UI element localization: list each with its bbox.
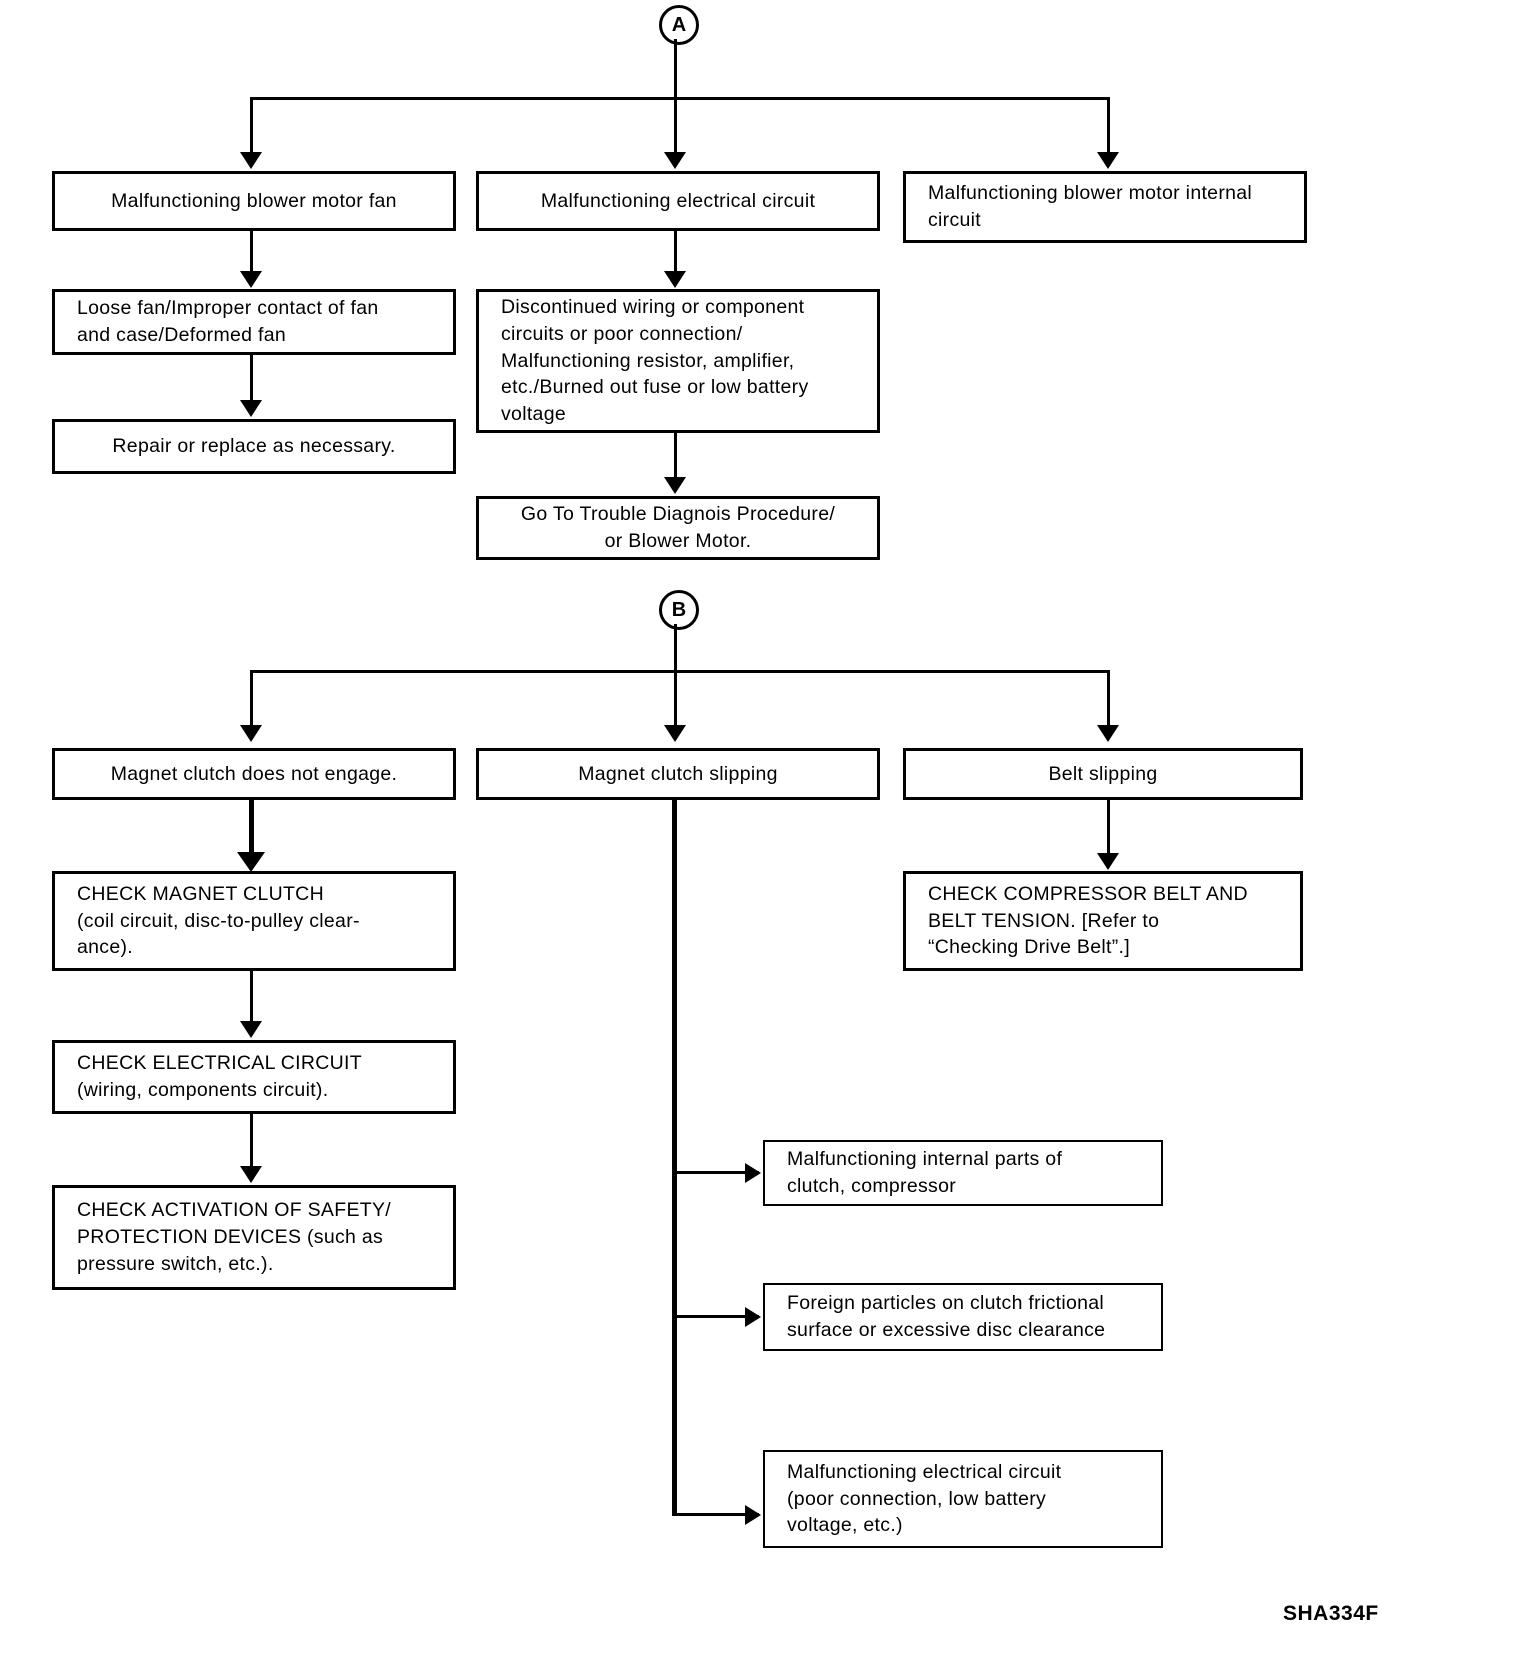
box-belt-slipping: Belt slipping (903, 748, 1303, 800)
section-a-bus-mid-drop (674, 97, 677, 155)
section-b-bus (250, 670, 1110, 673)
section-a-bus-right-drop (1107, 97, 1110, 155)
section-b-arrow-left (240, 725, 262, 742)
box-label: Discontinued wiring or component circuit… (501, 295, 809, 426)
b3-link-1 (1107, 800, 1110, 858)
section-b-bus-mid-drop (674, 670, 677, 728)
section-a-arrow-mid (664, 152, 686, 169)
section-a-arrow-right (1097, 152, 1119, 169)
b1-arrow-3 (240, 1166, 262, 1183)
box-label: Malfunctioning electrical circuit (poor … (787, 1460, 1062, 1537)
b2-spine (672, 800, 677, 1516)
box-label: CHECK ACTIVATION OF SAFETY/ PROTECTION D… (77, 1199, 391, 1275)
b2-arrow-3 (745, 1505, 761, 1525)
section-a-bus (250, 97, 1110, 100)
box-label: Magnet clutch slipping (578, 762, 778, 785)
section-b-arrow-right (1097, 725, 1119, 742)
a1-arrow-2 (240, 400, 262, 417)
box-malfunctioning-blower-motor-fan: Malfunctioning blower motor fan (52, 171, 456, 231)
box-malfunctioning-electrical-circuit: Malfunctioning electrical circuit (476, 171, 880, 231)
box-check-magnet-clutch: CHECK MAGNET CLUTCH (coil circuit, disc-… (52, 871, 456, 971)
section-b-bus-right-drop (1107, 670, 1110, 728)
box-label: Foreign particles on clutch frictional s… (787, 1292, 1106, 1341)
a1-arrow-1 (240, 271, 262, 288)
box-label: CHECK ELECTRICAL CIRCUIT (wiring, compon… (77, 1052, 362, 1101)
box-label: Malfunctioning internal parts of clutch,… (787, 1148, 1063, 1197)
b2-branch-2 (672, 1315, 759, 1318)
box-magnet-clutch-slipping: Magnet clutch slipping (476, 748, 880, 800)
a2-arrow-2 (664, 477, 686, 494)
a2-arrow-1 (664, 271, 686, 288)
tag-a-stem (674, 39, 677, 99)
section-b-arrow-mid (664, 725, 686, 742)
a2-link-1 (674, 231, 677, 276)
box-label: Loose fan/Improper contact of fan and ca… (77, 297, 379, 346)
box-malfunctioning-internal-parts: Malfunctioning internal parts of clutch,… (763, 1140, 1163, 1206)
connector-tag-b: B (659, 590, 699, 630)
box-label: Repair or replace as necessary. (112, 435, 396, 458)
section-b-bus-left-drop (250, 670, 253, 728)
box-label: CHECK COMPRESSOR BELT AND BELT TENSION. … (928, 882, 1248, 959)
box-label: CHECK MAGNET CLUTCH (coil circuit, disc-… (77, 882, 360, 959)
tag-b-stem (674, 624, 677, 672)
b1-link-3 (250, 1114, 253, 1171)
box-malfunctioning-electrical-circuit-lower: Malfunctioning electrical circuit (poor … (763, 1450, 1163, 1548)
box-foreign-particles: Foreign particles on clutch frictional s… (763, 1283, 1163, 1351)
b1-arrow-1 (237, 852, 265, 872)
box-label: Go To Trouble Diagnois Procedure/ or Blo… (520, 503, 836, 552)
section-a-bus-left-drop (250, 97, 253, 155)
box-label: Malfunctioning electrical circuit (540, 189, 816, 212)
box-label: Malfunctioning blower motor fan (111, 189, 397, 212)
b2-arrow-1 (745, 1163, 761, 1183)
b3-arrow-1 (1097, 853, 1119, 870)
box-discontinued-wiring: Discontinued wiring or component circuit… (476, 289, 880, 433)
b1-link-1 (249, 800, 254, 858)
box-repair-or-replace: Repair or replace as necessary. (52, 419, 456, 474)
a1-link-1 (250, 231, 253, 276)
box-label: Belt slipping (1048, 762, 1158, 785)
a2-link-2 (674, 433, 677, 483)
figure-id-label: SHA334F (1283, 1602, 1379, 1625)
box-check-compressor-belt: CHECK COMPRESSOR BELT AND BELT TENSION. … (903, 871, 1303, 971)
box-check-activation-of-safety: CHECK ACTIVATION OF SAFETY/ PROTECTION D… (52, 1185, 456, 1290)
b1-link-2 (250, 971, 253, 1026)
b2-branch-3 (672, 1513, 759, 1516)
b2-branch-1 (672, 1171, 759, 1174)
b2-arrow-2 (745, 1307, 761, 1327)
box-label: Malfunctioning blower motor internal cir… (928, 182, 1253, 231)
box-malfunctioning-blower-motor-internal-circuit: Malfunctioning blower motor internal cir… (903, 171, 1307, 243)
box-loose-fan-improper-contact: Loose fan/Improper contact of fan and ca… (52, 289, 456, 355)
a1-link-2 (250, 355, 253, 405)
box-magnet-clutch-does-not-engage: Magnet clutch does not engage. (52, 748, 456, 800)
box-go-to-trouble-diagnosis: Go To Trouble Diagnois Procedure/ or Blo… (476, 496, 880, 560)
box-label: Magnet clutch does not engage. (110, 762, 398, 785)
section-a-arrow-left (240, 152, 262, 169)
connector-tag-a: A (659, 5, 699, 45)
b1-arrow-2 (240, 1021, 262, 1038)
box-check-electrical-circuit: CHECK ELECTRICAL CIRCUIT (wiring, compon… (52, 1040, 456, 1114)
